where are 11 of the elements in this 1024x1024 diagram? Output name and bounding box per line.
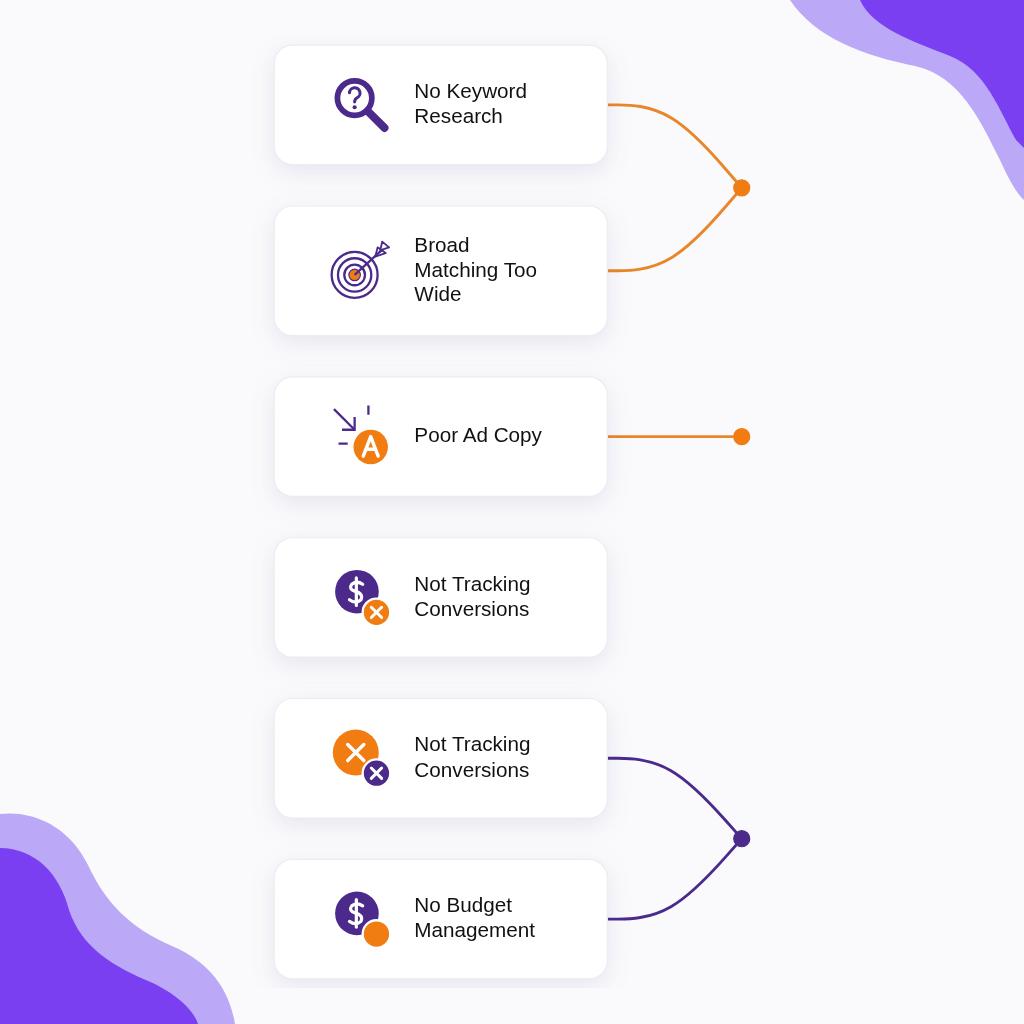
card-label: Poor Ad Copy xyxy=(414,424,543,450)
card-label: Not Tracking Conversions xyxy=(414,733,532,784)
card-label: Not Tracking Conversions xyxy=(414,572,532,623)
card-label: No Budget Management xyxy=(414,894,537,944)
connector-line xyxy=(607,103,738,183)
connector-line xyxy=(607,435,734,439)
connector-line xyxy=(607,756,738,834)
card-label: Broad Matching Too Wide xyxy=(414,233,538,308)
card-label: No Keyword Research xyxy=(414,80,528,130)
connector-line xyxy=(607,193,738,273)
connector-line xyxy=(607,843,738,921)
